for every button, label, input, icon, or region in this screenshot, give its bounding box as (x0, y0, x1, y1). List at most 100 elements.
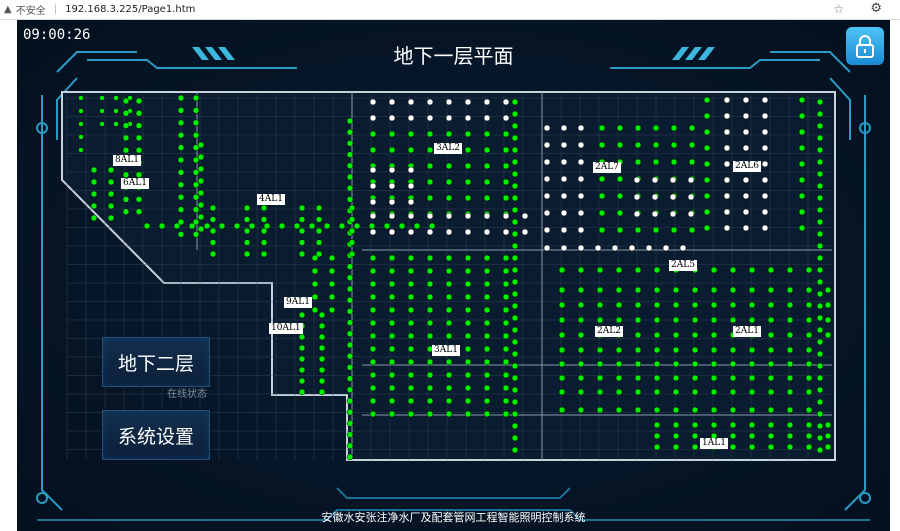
light-on (346, 397, 354, 405)
light-off (723, 192, 731, 200)
light-on (135, 97, 143, 105)
light-on (388, 254, 396, 262)
light-on (558, 266, 566, 274)
light-on (143, 222, 151, 230)
light-on (177, 218, 185, 226)
light-on (464, 130, 472, 138)
browser-address-bar[interactable]: ▲ 不安全 | 192.168.3.225/Page1.htm ☆ ⚙ (0, 0, 900, 20)
light-on (328, 293, 336, 301)
light-on (192, 144, 200, 151)
light-off (651, 193, 659, 201)
light-on (346, 308, 354, 315)
circuit-label-4al1[interactable]: 4AL1 (257, 194, 285, 205)
light-on (511, 302, 519, 310)
circuit-label-6al1[interactable]: 6AL1 (121, 178, 149, 189)
light-on (511, 422, 519, 430)
light-on (99, 121, 105, 127)
light-on (209, 250, 217, 258)
light-on (653, 360, 661, 368)
system-settings-button[interactable]: 系统设置 (102, 410, 210, 460)
light-on (135, 208, 143, 215)
light-on (298, 344, 306, 352)
circuit-label-2al6[interactable]: 2AL6 (733, 161, 761, 172)
light-on (192, 193, 200, 201)
light-on (558, 374, 566, 382)
light-on (233, 222, 241, 230)
light-off (723, 176, 731, 184)
bookmark-star-icon[interactable]: ☆ (833, 2, 844, 16)
light-on (805, 286, 813, 294)
light-on (816, 422, 824, 430)
circuit-label-1al1[interactable]: 1AL1 (700, 438, 728, 449)
circuit-label-2al7[interactable]: 2AL7 (593, 162, 621, 173)
light-on (426, 254, 434, 262)
light-on (511, 218, 519, 226)
light-on (346, 431, 354, 438)
circuit-label-3al2[interactable]: 3AL2 (434, 143, 462, 154)
light-on (511, 326, 519, 334)
light-off (369, 228, 377, 236)
light-on (634, 346, 642, 354)
light-on (710, 316, 718, 324)
light-on (824, 443, 832, 451)
light-on (615, 360, 623, 368)
light-on (328, 306, 336, 314)
light-off (445, 228, 453, 236)
light-on (511, 158, 519, 166)
light-on (502, 254, 510, 262)
light-off (464, 228, 472, 236)
light-on (388, 410, 396, 418)
circuit-label-10al1[interactable]: 10AL1 (269, 323, 303, 334)
light-on (558, 346, 566, 354)
light-off (543, 124, 551, 132)
circuit-label-2al2[interactable]: 2AL2 (595, 326, 623, 337)
circuit-label-3al1[interactable]: 3AL1 (432, 345, 460, 356)
light-on (816, 242, 824, 250)
light-on (598, 226, 606, 234)
light-on (428, 222, 436, 230)
light-on (577, 388, 585, 396)
light-on (369, 371, 377, 379)
light-on (445, 319, 453, 327)
circuit-label-9al1[interactable]: 9AL1 (284, 297, 312, 308)
extension-icon[interactable]: ⚙ (870, 1, 882, 16)
light-off (464, 98, 472, 106)
light-on (243, 239, 251, 246)
light-on (798, 224, 806, 232)
light-on (748, 432, 756, 440)
light-on (511, 122, 519, 130)
light-on (816, 350, 824, 358)
light-on (90, 214, 98, 222)
light-off (742, 176, 750, 184)
light-off (407, 98, 415, 106)
lock-button[interactable] (846, 27, 884, 65)
light-on (767, 266, 775, 274)
light-on (197, 201, 205, 209)
floor-b2-button[interactable]: 地下二层 (102, 337, 210, 387)
light-on (388, 384, 396, 392)
light-on (502, 410, 510, 418)
light-on (298, 366, 306, 374)
light-on (464, 146, 472, 154)
light-on (348, 239, 356, 246)
light-on (653, 388, 661, 396)
circuit-label-2al1[interactable]: 2AL1 (733, 326, 761, 337)
url-text[interactable]: 192.168.3.225/Page1.htm (65, 4, 196, 15)
light-on (634, 301, 642, 309)
light-on (558, 360, 566, 368)
light-on (177, 156, 185, 164)
light-on (634, 226, 642, 234)
light-off (521, 228, 529, 236)
circuit-label-2al5[interactable]: 2AL5 (669, 260, 697, 271)
light-on (816, 446, 824, 454)
light-on (805, 360, 813, 368)
circuit-label-8al1[interactable]: 8AL1 (113, 155, 141, 166)
light-on (824, 286, 832, 294)
light-on (816, 326, 824, 334)
light-on (107, 178, 115, 186)
light-on (318, 388, 326, 396)
light-off (407, 182, 415, 190)
light-on (653, 286, 661, 294)
light-on (502, 293, 510, 301)
light-off (723, 208, 731, 216)
